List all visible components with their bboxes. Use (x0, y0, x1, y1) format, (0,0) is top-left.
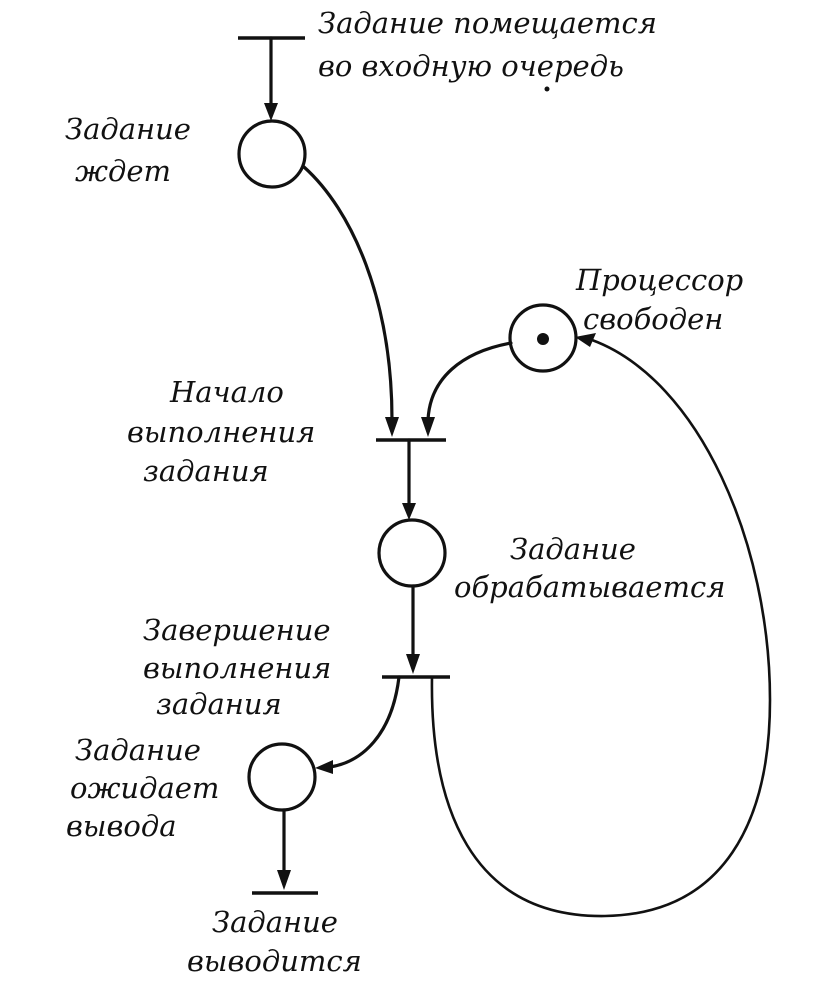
arc-end-to-cpu-free (430, 338, 772, 918)
arrowhead (264, 103, 278, 121)
label-awaits-output-line1: Задание (75, 733, 201, 767)
label-end-exec-line2: выполнения (143, 651, 331, 685)
label-start-exec-line2: выполнения (127, 415, 315, 449)
label-job-waits-line2: ждет (75, 154, 171, 188)
cpu-free-token (537, 333, 549, 345)
label-output-line2: выводится (187, 944, 362, 978)
place-job-waits (237, 119, 307, 189)
label-processing-line1: Задание (510, 532, 636, 566)
arc-end-to-awaits-output (328, 675, 401, 769)
arrowhead (315, 760, 333, 774)
label-processing-line2: обрабатывается (454, 570, 725, 604)
arrowhead (277, 870, 291, 890)
place-job-awaits-output (247, 742, 317, 812)
label-awaits-output-line2: ожидает (70, 771, 219, 805)
label-job-queued-line2: во входную очередь (318, 49, 624, 83)
label-end-exec-line1: Завершение (143, 613, 331, 647)
label-end-exec-line3: задания (156, 687, 282, 721)
label-cpu-free-line2: свободен (583, 302, 723, 336)
arrowhead (402, 503, 416, 520)
label-cpu-free-line1: Процессор (575, 263, 743, 297)
arc-cpu-to-start (426, 341, 513, 422)
label-job-queued-line1: Задание помещается (318, 6, 657, 40)
arrowhead (406, 654, 420, 674)
arrowhead (385, 417, 399, 437)
label-output-line1: Задание (212, 905, 338, 939)
arrowhead (421, 417, 435, 437)
arc-wait-to-start (302, 165, 394, 422)
label-start-exec-line3: задания (143, 454, 269, 488)
label-start-exec-line1: Начало (169, 375, 284, 409)
label-awaits-output-line3: вывода (66, 809, 177, 843)
arrowhead (575, 333, 596, 347)
place-job-processing (377, 518, 447, 588)
label-job-waits-line1: Задание (65, 112, 191, 146)
stray-dot (544, 86, 550, 92)
